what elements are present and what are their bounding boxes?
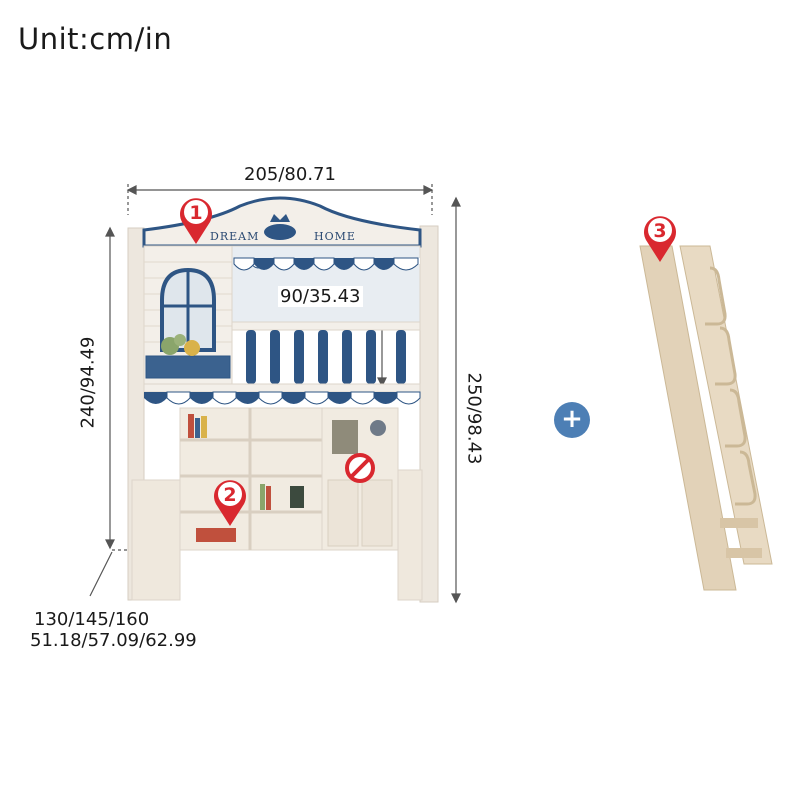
- depth-in-label: 51.18/57.09/62.99: [30, 630, 197, 651]
- depth-line: [89, 551, 113, 597]
- crown-emblem: [264, 224, 296, 240]
- left-height-arrow-top: [105, 226, 115, 237]
- left-height-label: 240/94.49: [77, 336, 99, 429]
- balusters: [246, 330, 406, 384]
- right-height-label: 250/98.43: [463, 372, 485, 465]
- width-arrow-right: [423, 185, 434, 195]
- left-height-arrow-bottom: [105, 539, 115, 550]
- marker-1-label: 1: [189, 202, 202, 224]
- sign-right-word: HOME: [314, 230, 356, 243]
- right-height-arrow-bottom: [451, 593, 461, 604]
- width-arrow-left: [126, 185, 137, 195]
- inner-height-label: 90/35.43: [278, 286, 363, 307]
- marker-pin-2: 2: [213, 480, 246, 526]
- plus-icon: +: [554, 402, 590, 438]
- marker-3-label: 3: [653, 220, 666, 242]
- depth-cm-label: 130/145/160: [34, 609, 150, 630]
- loft-bed: [127, 196, 439, 603]
- marker-pin-1: 1: [179, 198, 212, 244]
- sign-left-word: DREAM: [210, 230, 259, 243]
- width-label: 205/80.71: [244, 164, 336, 185]
- dimension-lines: [89, 184, 461, 604]
- right-height-arrow-top: [451, 196, 461, 207]
- unit-title: Unit:cm/in: [18, 22, 173, 56]
- awning-top-scallops: [233, 257, 419, 271]
- flower-box: [145, 355, 231, 379]
- ladder: [639, 245, 773, 591]
- marker-pin-3: 3: [644, 216, 676, 262]
- marker-2-label: 2: [223, 484, 236, 506]
- inner-height-arrow-bottom: [377, 377, 387, 388]
- awning-lower: [144, 391, 421, 405]
